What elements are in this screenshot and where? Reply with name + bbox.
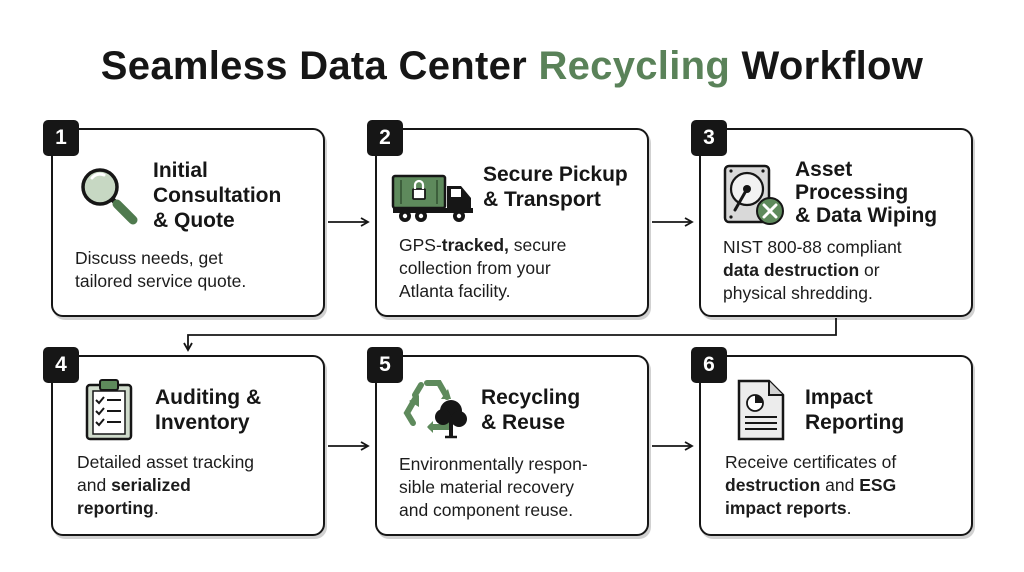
emphasis-text: reporting bbox=[77, 498, 154, 518]
step-description-line: Detailed asset tracking bbox=[77, 451, 254, 474]
hard-drive-wipe-icon bbox=[723, 164, 784, 225]
step-heading-line: & Transport bbox=[483, 188, 601, 211]
step-heading-line: Auditing & bbox=[155, 386, 262, 409]
step-description-line: data destruction or bbox=[723, 259, 902, 282]
step-number-badge: 5 bbox=[367, 347, 403, 383]
step-description-line: NIST 800-88 compliant bbox=[723, 236, 902, 259]
report-document-icon bbox=[737, 379, 785, 441]
description-text: and bbox=[820, 475, 860, 495]
step-heading-line: Consultation bbox=[153, 184, 282, 207]
emphasis-text: impact reports bbox=[725, 498, 847, 518]
description-text: tailored service quote. bbox=[75, 271, 247, 291]
step-description-line: tailored service quote. bbox=[75, 270, 246, 293]
arrow-3-to-4 bbox=[183, 318, 837, 352]
step-heading-line: Asset bbox=[795, 158, 853, 181]
step-number-badge: 4 bbox=[43, 347, 79, 383]
step-number-badge: 6 bbox=[691, 347, 727, 383]
magnifying-glass-icon bbox=[81, 168, 138, 225]
step-number-badge: 2 bbox=[367, 120, 403, 156]
step-heading-line: Processing bbox=[795, 181, 909, 204]
emphasis-text: serialized bbox=[111, 475, 191, 495]
clipboard-checklist-icon bbox=[85, 379, 133, 441]
step-heading: Impact Reporting bbox=[805, 385, 904, 435]
step-number-badge: 3 bbox=[691, 120, 727, 156]
title-accent: Recycling bbox=[538, 44, 731, 88]
step-heading: Initial Consultation & Quote bbox=[153, 158, 281, 233]
step-heading-line: Initial bbox=[153, 159, 208, 182]
step-heading: Asset Processing & Data Wiping bbox=[795, 158, 937, 227]
step-description-line: reporting. bbox=[77, 497, 254, 520]
step-heading-line: Recycling bbox=[481, 386, 581, 409]
description-text: sible material recovery bbox=[399, 477, 575, 497]
description-text: secure bbox=[508, 235, 567, 255]
description-text: collection from your bbox=[399, 258, 551, 278]
step-heading-line: & Data Wiping bbox=[795, 204, 938, 227]
step-description-line: Environmentally respon- bbox=[399, 453, 588, 476]
step-heading: Recycling & Reuse bbox=[481, 385, 580, 435]
step-heading-line: & Quote bbox=[153, 209, 235, 232]
step-description-line: sible material recovery bbox=[399, 476, 588, 499]
step-description-line: GPS-tracked, secure bbox=[399, 234, 566, 257]
description-text: or bbox=[859, 260, 880, 280]
description-text: Discuss needs, get bbox=[75, 248, 223, 268]
description-text: Detailed asset tracking bbox=[77, 452, 255, 472]
step-heading-line: Reporting bbox=[805, 411, 905, 434]
description-text: . bbox=[846, 498, 852, 518]
step-description: Discuss needs, get tailored service quote… bbox=[75, 247, 246, 293]
step-description-line: impact reports. bbox=[725, 497, 896, 520]
step-description-line: physical shredding. bbox=[723, 282, 902, 305]
step-heading-line: & Reuse bbox=[481, 411, 566, 434]
step-description-line: Atlanta facility. bbox=[399, 280, 566, 303]
page-title: Seamless Data Center Recycling Workflow bbox=[0, 44, 1024, 89]
recycle-tree-icon bbox=[403, 380, 467, 439]
description-text: and component reuse. bbox=[399, 500, 574, 520]
description-text: NIST 800-88 compliant bbox=[723, 237, 902, 257]
step-card-4: 4 Auditing & Inventory Detailed asset tr… bbox=[43, 347, 325, 536]
step-number-badge: 1 bbox=[43, 120, 79, 156]
step-card-1: 1 Initial Consultation & Quote Discuss n… bbox=[43, 120, 325, 317]
step-description-line: collection from your bbox=[399, 257, 566, 280]
emphasis-text: data destruction bbox=[723, 260, 860, 280]
step-description-line: Discuss needs, get bbox=[75, 247, 246, 270]
step-heading-line: Secure Pickup bbox=[483, 163, 628, 186]
description-text: Atlanta facility. bbox=[399, 281, 511, 301]
step-card-5: 5 Recycling & Reuse Environmentally resp… bbox=[367, 347, 649, 536]
step-description-line: Receive certificates of bbox=[725, 451, 896, 474]
emphasis-text: tracked, bbox=[441, 235, 509, 255]
step-heading-line: Impact bbox=[805, 386, 873, 409]
step-description-line: and component reuse. bbox=[399, 499, 588, 522]
title-part-2: Workflow bbox=[730, 44, 924, 88]
emphasis-text: destruction bbox=[725, 475, 821, 495]
description-text: physical shredding. bbox=[723, 283, 873, 303]
step-card-3: 3 Asset Processing & Data Wiping NIST 80… bbox=[691, 120, 973, 317]
title-part-1: Seamless Data Center bbox=[100, 44, 539, 88]
step-heading-line: Inventory bbox=[155, 411, 250, 434]
description-text: Environmentally respon- bbox=[399, 454, 588, 474]
locked-truck-icon bbox=[391, 174, 473, 222]
description-text: GPS- bbox=[399, 235, 442, 255]
description-text: . bbox=[153, 498, 159, 518]
step-description: Environmentally respon-sible material re… bbox=[399, 453, 588, 522]
step-card-2: 2 Secure Pickup & Transport GPS-tracked,… bbox=[367, 120, 649, 317]
description-text: and bbox=[77, 475, 112, 495]
step-card-6: 6 Impact Reporting Receive certificates … bbox=[691, 347, 973, 536]
step-description-line: destruction and ESG bbox=[725, 474, 896, 497]
emphasis-text: ESG bbox=[859, 475, 897, 495]
step-heading: Secure Pickup & Transport bbox=[483, 162, 628, 212]
step-description-line: and serialized bbox=[77, 474, 254, 497]
description-text: Receive certificates of bbox=[725, 452, 897, 472]
step-heading: Auditing & Inventory bbox=[155, 385, 261, 435]
